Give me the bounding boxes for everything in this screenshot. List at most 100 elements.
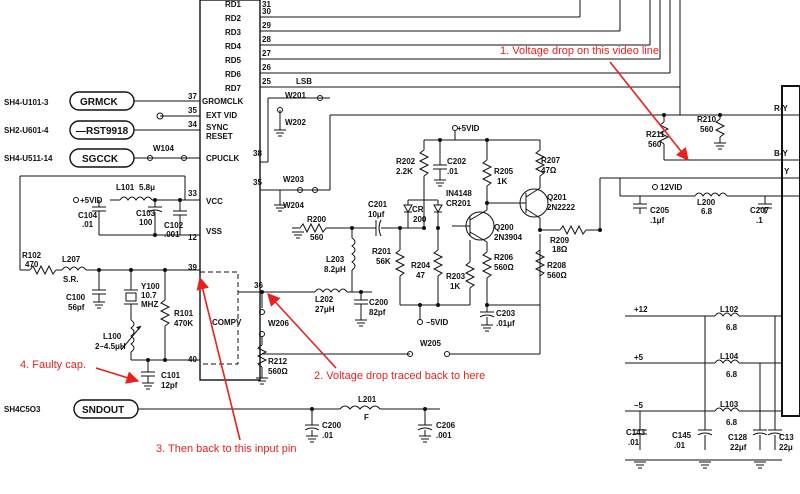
l201-label: L201 (358, 395, 377, 404)
l200-value: 6.8 (701, 207, 713, 216)
r203-label: R203 (446, 272, 466, 281)
connector-sgcck: SH4-U511-14 SGCCK W104 (4, 144, 200, 168)
q200-value: 2N3904 (494, 233, 523, 242)
pin-28: 28 (262, 35, 271, 44)
r211-label: R211 (646, 130, 665, 139)
annotation-1-text: 1. Voltage drop on this video line (500, 45, 659, 57)
pin-37: 37 (188, 92, 197, 101)
l102-label: L102 (720, 305, 739, 314)
q201-value: 2N2222 (547, 203, 576, 212)
y100-value: 10.7 (141, 291, 157, 300)
c13-label: C13 (779, 433, 794, 442)
rst-label: —RST9918 (76, 126, 129, 137)
r210-value: 560 (700, 125, 714, 134)
c206-label: C206 (436, 421, 456, 430)
r208-label: R208 (547, 261, 567, 270)
c143-label: C143 (626, 428, 646, 437)
l201-value: F (364, 413, 369, 422)
r201-value: 56K (376, 257, 391, 266)
r209-label: R209 (550, 236, 570, 245)
rd2-label: RD2 (225, 14, 242, 23)
w104-label: W104 (153, 144, 174, 153)
cr200-label: CR (412, 205, 424, 214)
l202-value: 27μH (315, 305, 335, 314)
diode-ref: CR201 (446, 199, 471, 208)
l103-label: L103 (720, 400, 739, 409)
pin-27: 27 (262, 49, 271, 58)
grmclk-label: GROMCLK (202, 97, 244, 106)
p12-label: +12 (634, 305, 648, 314)
c100-label: C100 (66, 293, 86, 302)
c143-value: .01 (628, 438, 640, 447)
p5-label: +5 (634, 353, 644, 362)
r101-value: 470K (174, 319, 193, 328)
l103-value: 6.8 (726, 418, 738, 427)
video-amplifier: +5VID R200 560 C201 10μf L203 8.2μH R202… (291, 124, 800, 332)
power-filters: +12 L102 6.8 +5 L104 6.8 –5 L103 6.8 C14… (625, 305, 794, 469)
c13-value: 22μ (779, 443, 793, 452)
rd7-label: RD7 (225, 84, 242, 93)
r209-value: 18Ω (552, 245, 568, 254)
pin-25: 25 (262, 77, 271, 86)
l100-value: 2–4.5μH (95, 342, 126, 351)
rd3-label: RD3 (225, 28, 242, 37)
reset-label: RESET (206, 132, 233, 141)
c102-label: C102 (164, 221, 184, 230)
r207-label: R207 (541, 156, 561, 165)
c103-label: C103 (136, 209, 156, 218)
rd1-label: RD1 (225, 0, 242, 9)
pin-35b: 35 (253, 178, 262, 187)
c104-label: C104 (78, 211, 98, 220)
r205-value: 1K (497, 177, 507, 186)
sgcck-label: SGCCK (82, 154, 119, 165)
ext-vid-label: EXT VID (206, 111, 237, 120)
pin-26: 26 (262, 63, 271, 72)
annotation-1: 1. Voltage drop on this video line (500, 45, 689, 162)
c201-value: 10μf (368, 210, 385, 219)
annotation-2-text: 2. Voltage drop traced back to here (314, 370, 485, 382)
y-label: Y (784, 167, 790, 176)
w205-label: W205 (420, 339, 441, 348)
c203-label: C203 (496, 309, 516, 318)
c103-value: 100 (139, 218, 153, 227)
y100-label: Y100 (141, 282, 160, 291)
vid12-label: 12VID (660, 183, 682, 192)
r102-value: 470 (25, 260, 39, 269)
lsb-label: LSB (296, 77, 312, 86)
diode-type: IN4148 (446, 189, 472, 198)
pin-39: 39 (188, 263, 197, 272)
r212-label: R212 (268, 357, 288, 366)
r203-value: 1K (450, 282, 460, 291)
w201-label: W201 (285, 91, 306, 100)
crystal-circuit: R102 470 L207 S.R. C100 56pf Y100 10.7 M… (20, 251, 200, 390)
l207-value: S.R. (63, 275, 79, 284)
w206-label: W206 (268, 319, 289, 328)
p5vid-label: +5VID (457, 124, 480, 133)
r210-label: R210 (697, 115, 717, 124)
c202-label: C202 (447, 157, 467, 166)
annotation-4: 4. Faulty cap. (20, 359, 140, 384)
c207-value: .1 (756, 216, 763, 225)
annotation-3-text: 3. Then back to this input pin (156, 443, 296, 455)
grmck-label: GRMCK (80, 97, 119, 108)
cr200-value: 200 (413, 215, 427, 224)
pin-35: 35 (188, 106, 197, 115)
r206-label: R206 (494, 253, 514, 262)
l100-label: L100 (103, 332, 122, 341)
rd6-label: RD6 (225, 70, 242, 79)
l202-label: L202 (315, 295, 334, 304)
c200b-label: C200 (322, 421, 342, 430)
l101-label: L101 (116, 183, 135, 192)
r211-value: 560 (648, 140, 662, 149)
w202-label: W202 (285, 118, 306, 127)
q201-label: Q201 (547, 193, 567, 202)
c205-label: C205 (650, 206, 670, 215)
l200-label: L200 (697, 198, 716, 207)
pin-36: 36 (254, 281, 263, 290)
c202-value: .01 (447, 167, 459, 176)
r208-value: 560Ω (547, 271, 567, 280)
vcc-filter: +5VID L101 5.8μ C104 .01 C103 100 C102 .… (19, 175, 200, 270)
c104-value: .01 (82, 220, 94, 229)
vss-label: VSS (206, 227, 223, 236)
